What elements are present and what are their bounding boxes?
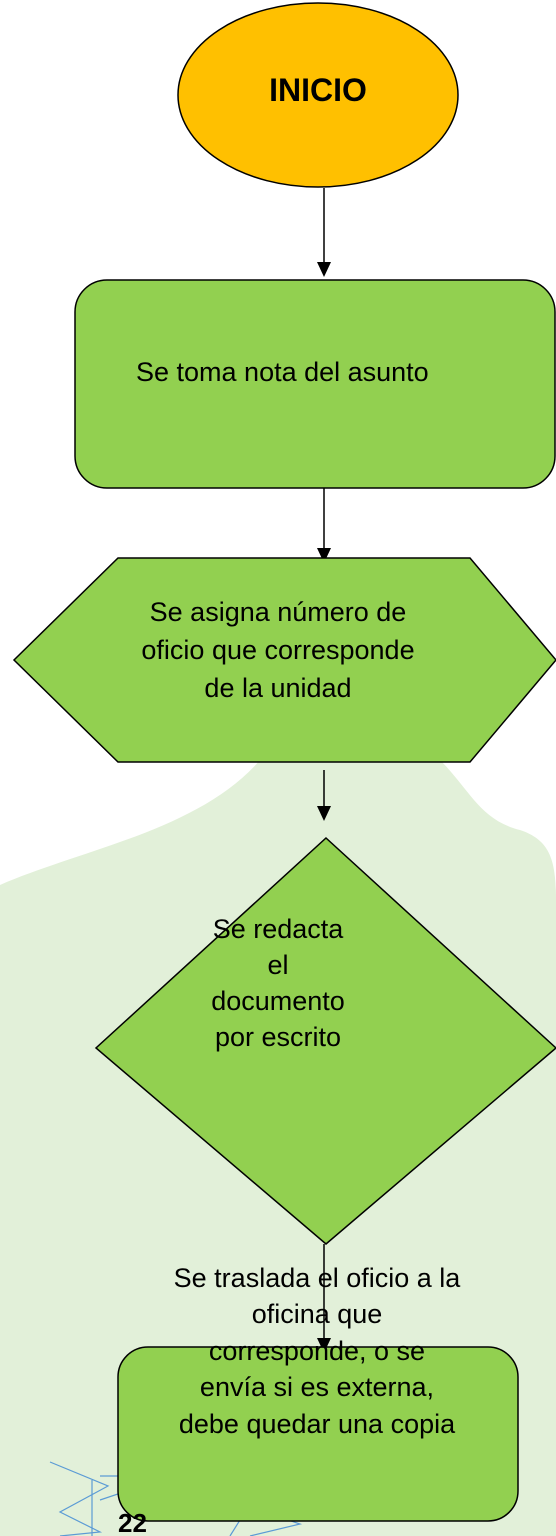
start-label: INICIO	[269, 72, 367, 108]
start-terminator	[177, 2, 459, 188]
process-box-1	[74, 279, 556, 489]
step4-label: Se traslada el oficio a la oficina que c…	[173, 1263, 461, 1439]
arrowhead-1	[317, 262, 331, 277]
step3-label: Se redacta el documento por escrito	[211, 914, 345, 1052]
arrowhead-3	[317, 806, 331, 821]
page-number: 22	[118, 1508, 147, 1536]
decision-diamond	[94, 836, 556, 1245]
hexagon-step-2	[12, 557, 556, 763]
arrowhead-4	[317, 1338, 331, 1353]
step1-label: Se toma nota del asunto	[136, 357, 429, 387]
step2-label: Se asigna número de oficio que correspon…	[141, 597, 415, 703]
arrowhead-2	[317, 548, 331, 563]
process-box-4	[117, 1346, 519, 1522]
